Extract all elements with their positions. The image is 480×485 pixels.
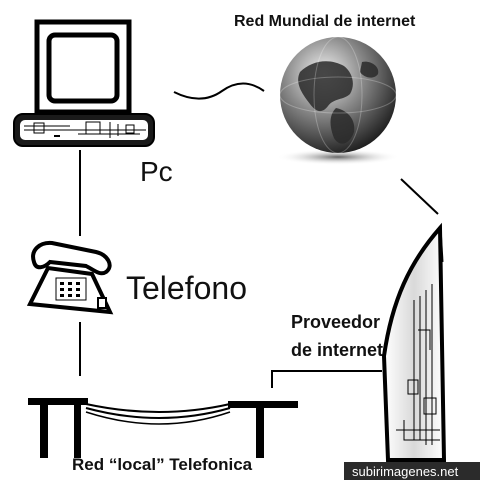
computer-icon: [13, 19, 155, 147]
red-local-label: Red “local” Telefonica: [72, 455, 253, 474]
watermark-text: subirimagenes.net: [352, 464, 459, 479]
proveedor-label-line1: Proveedor: [291, 312, 380, 332]
provider-link: [271, 370, 382, 388]
pc-label: Pc: [140, 156, 173, 187]
building-icon: [381, 222, 447, 462]
watermark: subirimagenes.net: [344, 462, 480, 480]
internet-provider-link: [400, 178, 439, 215]
telefono-label: Telefono: [126, 270, 247, 306]
internet-label: Red Mundial de internet: [234, 13, 416, 30]
telephone-icon: [26, 240, 114, 315]
utility-pole-icon: [28, 398, 298, 458]
proveedor-label-line2: de internet: [291, 340, 383, 360]
pc-internet-link: [173, 82, 265, 100]
globe-icon: [276, 36, 400, 165]
